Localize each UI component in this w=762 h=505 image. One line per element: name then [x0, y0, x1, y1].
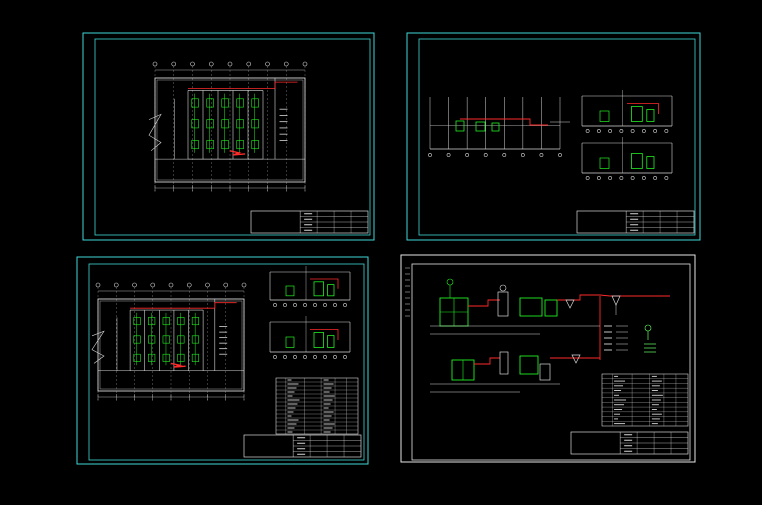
process-flow-diagram — [430, 278, 670, 393]
drawing-sheet-process-flow[interactable] — [400, 254, 696, 463]
equipment-units — [191, 93, 259, 153]
floor-plan — [91, 282, 247, 401]
title-block — [250, 210, 369, 234]
title-block — [243, 434, 362, 458]
sheet-outer-frame — [82, 32, 375, 241]
drawing-sheet-sections[interactable] — [406, 32, 701, 241]
sheet-outer-frame — [406, 32, 701, 241]
title-block — [576, 210, 695, 234]
equipment-units — [133, 312, 200, 366]
sheet-inner-frame — [411, 263, 691, 461]
pipe-run — [130, 302, 237, 368]
symbol-legend — [604, 324, 656, 353]
title-block — [570, 431, 689, 455]
sheet-inner-frame — [94, 38, 371, 236]
equipment-table — [275, 377, 359, 435]
floor-plan — [148, 61, 308, 192]
building-section — [269, 266, 351, 307]
sheet-outer-frame — [400, 254, 696, 463]
pipe-run — [188, 81, 298, 156]
border-ticks — [405, 267, 410, 317]
sheet-outer-frame — [76, 256, 369, 465]
drawing-sheet-floor-plan[interactable] — [82, 32, 375, 241]
sheet-inner-frame — [88, 263, 365, 461]
long-section — [428, 97, 570, 157]
drawing-sheet-plan-and-sections[interactable] — [76, 256, 369, 465]
equipment-table — [601, 373, 689, 427]
sheet-inner-frame — [418, 38, 696, 236]
building-section — [269, 316, 351, 359]
building-section — [581, 90, 673, 133]
building-section — [581, 137, 673, 180]
